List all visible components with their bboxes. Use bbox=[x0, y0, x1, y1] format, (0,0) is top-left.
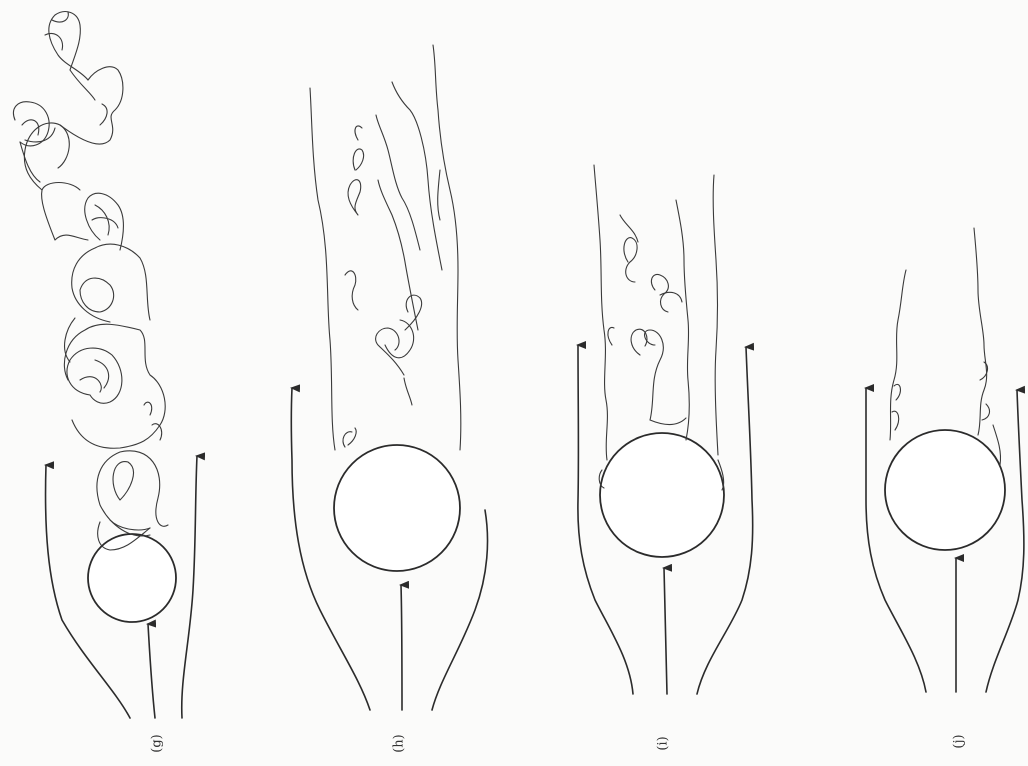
panel-j bbox=[866, 228, 1024, 692]
panel-i bbox=[578, 165, 753, 694]
panel-i-sphere bbox=[600, 433, 724, 557]
panel-g-vortex-wake bbox=[13, 12, 168, 550]
panel-g bbox=[13, 12, 197, 718]
panel-j-sphere bbox=[885, 430, 1005, 550]
panel-h-sphere bbox=[334, 445, 460, 571]
panel-g-sphere bbox=[88, 534, 176, 622]
panel-j-label: (j) bbox=[952, 731, 967, 753]
panel-h bbox=[291, 45, 487, 710]
panel-g-label: (g) bbox=[150, 733, 165, 755]
panel-h-label: (h) bbox=[392, 733, 407, 755]
panel-i-label: (i) bbox=[656, 733, 671, 755]
panel-h-wake bbox=[310, 45, 461, 450]
